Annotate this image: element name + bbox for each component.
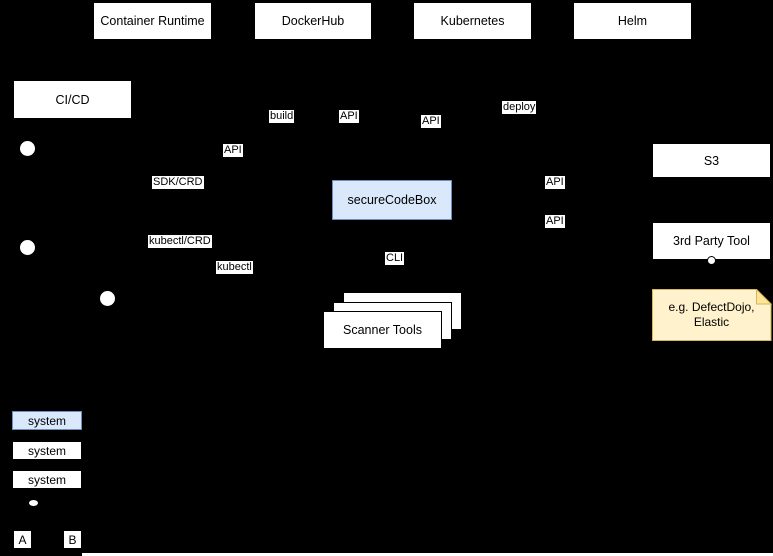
page-edge-strip [82, 553, 773, 556]
edge-label-api-kubernetes: API [421, 115, 441, 128]
endpoint-dot-1 [19, 140, 35, 156]
node-cicd: CI/CD [13, 80, 132, 119]
edge-label-api-mid-left: API [223, 144, 243, 157]
note-label-line1: e.g. DefectDojo, [668, 299, 755, 314]
edge-label-api-third-party: API [545, 215, 565, 228]
edge-label-deploy: deploy [502, 101, 537, 114]
note-defectdojo-elastic: e.g. DefectDojo, Elastic [652, 288, 773, 341]
endpoint-dot-2 [19, 239, 35, 255]
node-helm: Helm [573, 2, 692, 40]
legend-item-system-white-1: system [12, 441, 82, 460]
legend-marker-a: A [13, 530, 32, 549]
node-securecodebox: secureCodeBox [332, 180, 452, 220]
endpoint-dot-3 [99, 290, 115, 306]
node-dockerhub: DockerHub [254, 2, 372, 40]
legend-marker-b: B [63, 530, 82, 549]
edge-label-build: build [269, 110, 295, 123]
edge-label-sdk-crd: SDK/CRD [152, 176, 204, 189]
legend-endpoint-ellipse [29, 500, 38, 506]
legend-item-system-white-2: system [12, 470, 82, 489]
edge-label-kubectl: kubectl [216, 261, 253, 274]
edge-label-api-dockerhub: API [339, 110, 359, 123]
node-third-party-tool: 3rd Party Tool [652, 222, 771, 260]
node-s3: S3 [652, 143, 771, 178]
node-container-runtime: Container Runtime [93, 2, 212, 40]
note-label-line2: Elastic [693, 314, 730, 329]
node-kubernetes: Kubernetes [413, 2, 532, 40]
edge-label-api-s3: API [545, 176, 565, 189]
interface-lollipop-icon [707, 256, 716, 265]
edge-label-kubectl-crd: kubectl/CRD [148, 235, 212, 248]
edge-label-cli: CLI [385, 252, 405, 265]
note-shape-icon [652, 288, 773, 341]
legend-item-system-blue: system [12, 411, 82, 430]
note-label: e.g. DefectDojo, Elastic [652, 289, 771, 340]
node-scanner-tools: Scanner Tools [323, 311, 442, 349]
